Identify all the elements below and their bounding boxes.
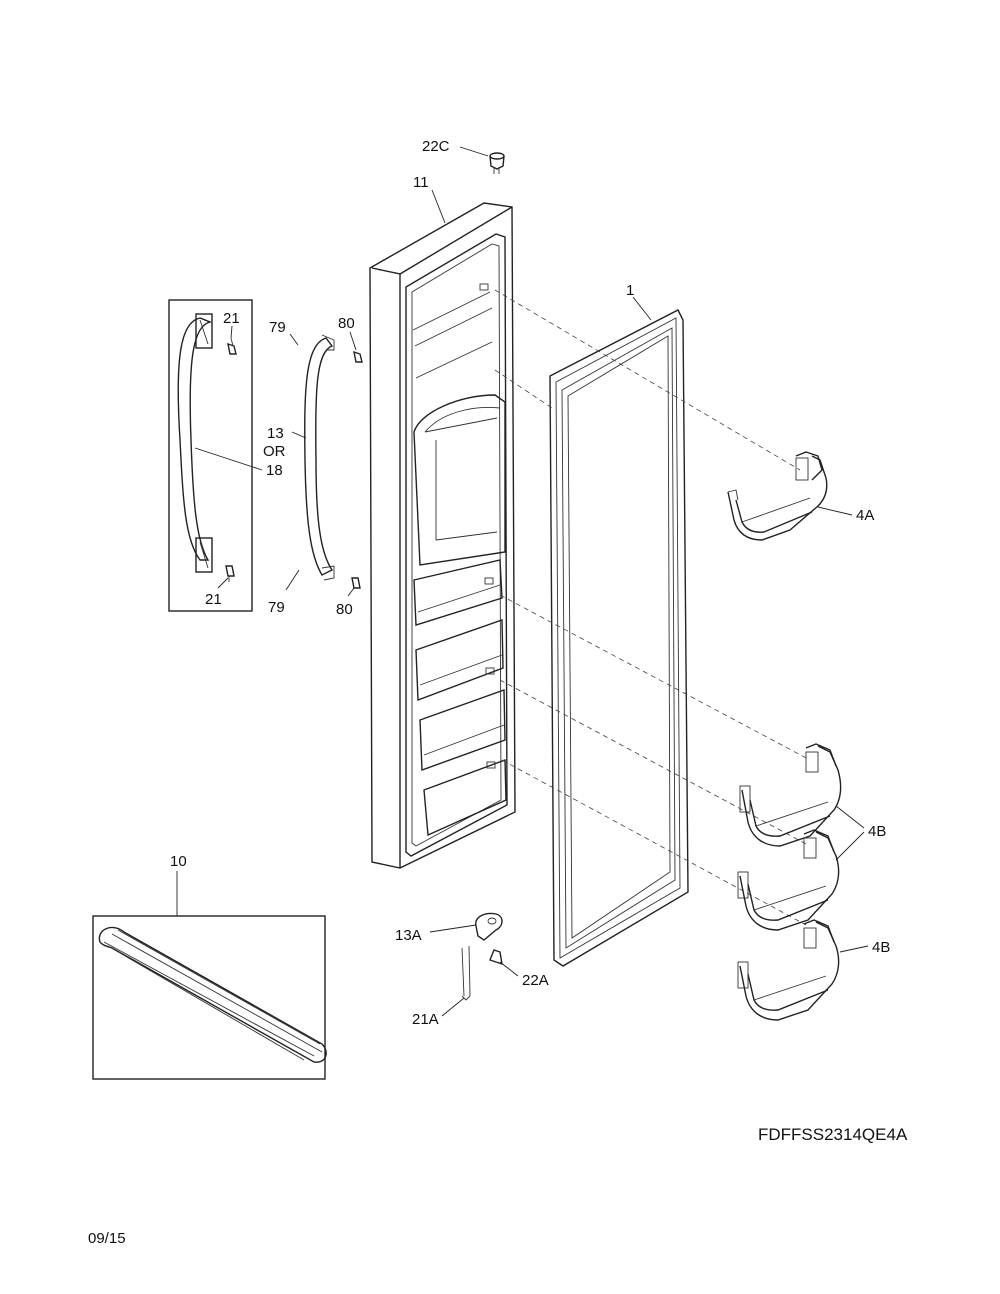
leader-4a [817, 506, 853, 516]
callout-or: OR [263, 443, 286, 460]
leader-13 [291, 431, 307, 439]
callout-4b-b: 4B [872, 939, 890, 956]
callout-10: 10 [170, 853, 187, 870]
leader-79-top [289, 333, 299, 346]
callout-11: 11 [413, 174, 429, 191]
leader-4b-b [839, 945, 869, 953]
leader-4b-a2 [835, 831, 865, 861]
pin-21a [461, 945, 471, 1001]
leader-22c [459, 146, 489, 157]
pin-22a [489, 949, 503, 966]
part-10-box [92, 915, 327, 1080]
leader-21-bottom [217, 577, 229, 589]
leader-21-top [230, 325, 233, 339]
leader-21a [441, 997, 465, 1017]
screw-80-bottom [351, 577, 361, 589]
leader-4b-a1 [835, 805, 865, 829]
screw-80-top [353, 350, 363, 363]
door-11 [369, 202, 516, 869]
leader-80-bottom [347, 587, 355, 597]
callout-21-bottom: 21 [205, 591, 222, 608]
leader-18 [194, 447, 263, 471]
leader-80-top [349, 331, 357, 351]
door-bin-4a [727, 451, 828, 541]
callout-21-top: 21 [223, 310, 240, 327]
callout-80-bottom: 80 [336, 601, 353, 618]
leader-1 [632, 296, 652, 321]
screw-21-bottom [225, 565, 235, 582]
alignment-lines [494, 289, 811, 926]
callout-21a: 21A [412, 1011, 439, 1028]
callout-13a: 13A [395, 927, 422, 944]
door-bin-4b-2 [737, 829, 840, 931]
leader-79-bottom [285, 569, 300, 591]
callout-79-bottom: 79 [268, 599, 285, 616]
callout-4b-a: 4B [868, 823, 886, 840]
leader-13a [429, 924, 477, 933]
handle-13 [304, 334, 335, 581]
screw-21-top [227, 337, 237, 355]
hinge-pin-22c [489, 152, 505, 174]
callout-80-top: 80 [338, 315, 355, 332]
gasket-1 [549, 309, 689, 967]
hinge-13a [475, 912, 503, 941]
door-bin-4b-1 [739, 743, 842, 847]
model-code: FDFFSS2314QE4A [758, 1125, 908, 1144]
door-bin-4b-3 [737, 919, 840, 1021]
callout-22a: 22A [522, 972, 549, 989]
callout-79-top: 79 [269, 319, 286, 336]
callout-22c: 22C [422, 138, 450, 155]
handle-box [168, 299, 253, 612]
callout-13: 13 [267, 425, 284, 442]
callout-4a: 4A [856, 507, 874, 524]
callout-18: 18 [266, 462, 283, 479]
leader-22a [499, 961, 519, 977]
date-stamp: 09/15 [88, 1230, 126, 1247]
callout-1: 1 [626, 282, 634, 299]
leader-11 [431, 189, 446, 224]
